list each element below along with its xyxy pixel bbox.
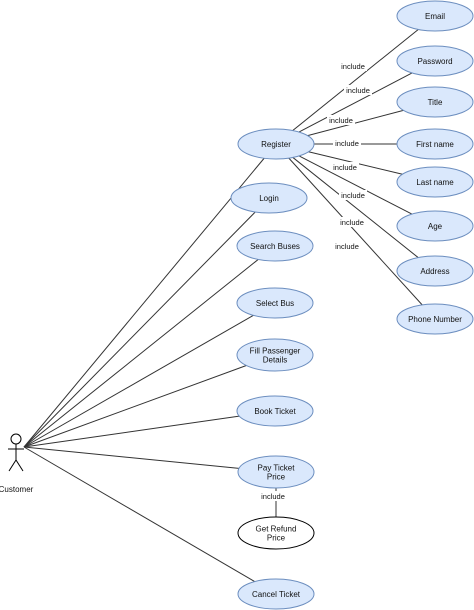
association-line-login: [23, 211, 256, 448]
include-label-password: include: [346, 86, 370, 95]
use-case-ellipse[interactable]: [237, 455, 315, 489]
use-case-ellipse[interactable]: [396, 166, 474, 198]
association-line-register: [23, 157, 265, 448]
include-line-phone-number: [288, 157, 423, 306]
include-label-background: [327, 115, 355, 125]
use-case-select-bus[interactable]: Select Bus: [236, 287, 314, 319]
actor-head: [10, 433, 22, 445]
use-case-label: Address: [420, 267, 449, 276]
use-case-label: Register: [261, 140, 291, 149]
use-case-address[interactable]: Address: [396, 255, 474, 287]
include-label-email: include: [341, 62, 365, 71]
association-line-select-bus: [23, 314, 254, 448]
use-case-last-name[interactable]: Last name: [396, 166, 474, 198]
use-case-ellipse[interactable]: [396, 255, 474, 287]
association-line-cancel-ticket: [23, 446, 255, 583]
use-case-ellipse[interactable]: [236, 287, 314, 319]
include-label-background: [344, 85, 372, 95]
include-labels: include include include include include inclu…: [259, 61, 372, 501]
use-case-age[interactable]: Age: [396, 210, 474, 242]
actor-right-leg: [15, 459, 24, 472]
use-case-label: Phone Number: [408, 315, 462, 324]
association-line-pay-ticket-price: [23, 446, 240, 469]
association-line-fill-passenger-details: [23, 365, 247, 448]
include-label-phone-number: include: [335, 242, 359, 251]
use-case-ellipse[interactable]: [396, 303, 474, 335]
use-case-label: Price: [267, 473, 286, 482]
use-case-label: Price: [267, 534, 286, 543]
use-case-ellipse[interactable]: [236, 230, 314, 262]
use-case-ellipse[interactable]: [236, 338, 314, 372]
association-line-search-buses: [23, 259, 259, 448]
include-label-background: [333, 138, 361, 148]
use-case-label: Select Bus: [256, 299, 294, 308]
actor-customer[interactable]: Customer: [0, 433, 34, 494]
use-case-ellipse[interactable]: [396, 0, 474, 32]
use-case-label: Search Buses: [250, 242, 300, 251]
use-case-ellipse[interactable]: [396, 128, 474, 160]
use-case-ellipse[interactable]: [237, 128, 315, 160]
use-case-search-buses[interactable]: Search Buses: [236, 230, 314, 262]
use-case-label: Cancel Ticket: [252, 590, 301, 599]
include-label-background: [339, 61, 367, 71]
include-line-password: [298, 72, 413, 133]
use-case-phone-number[interactable]: Phone Number: [396, 303, 474, 335]
use-case-label: Title: [428, 98, 443, 107]
include-line-age: [298, 155, 413, 215]
use-case-title[interactable]: Title: [396, 86, 474, 118]
use-case-label: Book Ticket: [254, 407, 296, 416]
include-line-title: [307, 109, 404, 137]
include-label-get-refund-price: include: [261, 492, 285, 501]
use-case-email[interactable]: Email: [396, 0, 474, 32]
use-case-label: Get Refund: [256, 525, 297, 534]
association-line-book-ticket: [23, 415, 240, 448]
connector-lines: [23, 29, 423, 583]
use-case-label: Email: [425, 12, 445, 21]
include-line-address: [292, 157, 419, 258]
use-case-book-ticket[interactable]: Book Ticket: [236, 395, 314, 427]
include-line-email: [292, 29, 419, 131]
include-label-background: [259, 491, 287, 501]
use-case-label: Last name: [416, 178, 454, 187]
include-label-background: [338, 217, 366, 227]
use-case-ellipse[interactable]: [236, 395, 314, 427]
use-case-label: Age: [428, 222, 443, 231]
use-case-first-name[interactable]: First name: [396, 128, 474, 160]
include-label-age: include: [341, 191, 365, 200]
use-case-ellipse[interactable]: [230, 182, 308, 214]
use-case-ellipse[interactable]: [396, 86, 474, 118]
include-label-address: include: [340, 218, 364, 227]
use-case-ellipse[interactable]: [396, 210, 474, 242]
use-case-label: Login: [259, 194, 279, 203]
include-label-background: [339, 190, 367, 200]
include-label-title: include: [329, 116, 353, 125]
use-case-label: Details: [263, 356, 287, 365]
use-case-label: Password: [417, 57, 452, 66]
include-label-background: [331, 162, 359, 172]
use-case-label: Pay Ticket: [258, 464, 296, 473]
use-case-password[interactable]: Password: [396, 45, 474, 77]
use-case-ellipse[interactable]: [237, 578, 315, 610]
use-case-login[interactable]: Login: [230, 182, 308, 214]
include-label-first-name: include: [335, 139, 359, 148]
include-label-background: [333, 241, 361, 251]
actor-label: Customer: [0, 485, 34, 494]
actor-left-leg: [8, 459, 17, 472]
use-case-ellipse[interactable]: [237, 516, 315, 550]
use-case-ellipse[interactable]: [396, 45, 474, 77]
include-label-last-name: include: [333, 163, 357, 172]
use-case-cancel-ticket[interactable]: Cancel Ticket: [237, 578, 315, 610]
use-case-label: First name: [416, 140, 454, 149]
use-case-label: Fill Passenger: [250, 347, 301, 356]
use-case-register[interactable]: Register: [237, 128, 315, 160]
